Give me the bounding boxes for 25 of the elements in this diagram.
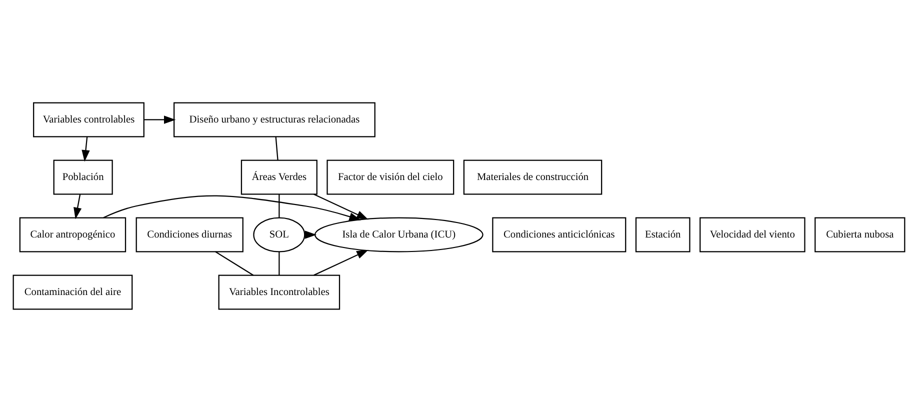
node-box: Factor de visión del cielo	[326, 160, 454, 195]
node-box: Variables controlables	[33, 102, 144, 138]
connector	[278, 194, 280, 218]
node-box: Estación	[635, 217, 690, 252]
arrow	[82, 136, 90, 162]
node-box: Variables Incontrolables	[218, 274, 340, 310]
node-box: Condiciones diurnas	[136, 217, 244, 252]
node-box: Calor antropogénico	[19, 217, 126, 252]
node-box: Áreas Verdes	[240, 160, 318, 195]
node-box: Diseño urbano y estructuras relacionadas	[174, 102, 376, 138]
node-ellipse: Isla de Calor Urbana (ICU)	[314, 217, 484, 252]
node-box: Población	[53, 160, 113, 195]
node-box: Materiales de construcción	[463, 160, 602, 195]
connector	[275, 136, 278, 160]
node-box: Cubierta nubosa	[814, 217, 906, 252]
connector	[215, 251, 254, 276]
arrow	[74, 194, 82, 220]
node-box: Velocidad del viento	[700, 217, 806, 252]
node-box: Condiciones anticiclónicas	[492, 217, 626, 252]
arrow	[314, 194, 368, 220]
arrow	[103, 195, 361, 221]
arrow	[144, 116, 176, 124]
connector	[278, 252, 280, 276]
arrow	[314, 250, 368, 276]
node-box: Contaminación del aire	[12, 274, 133, 310]
